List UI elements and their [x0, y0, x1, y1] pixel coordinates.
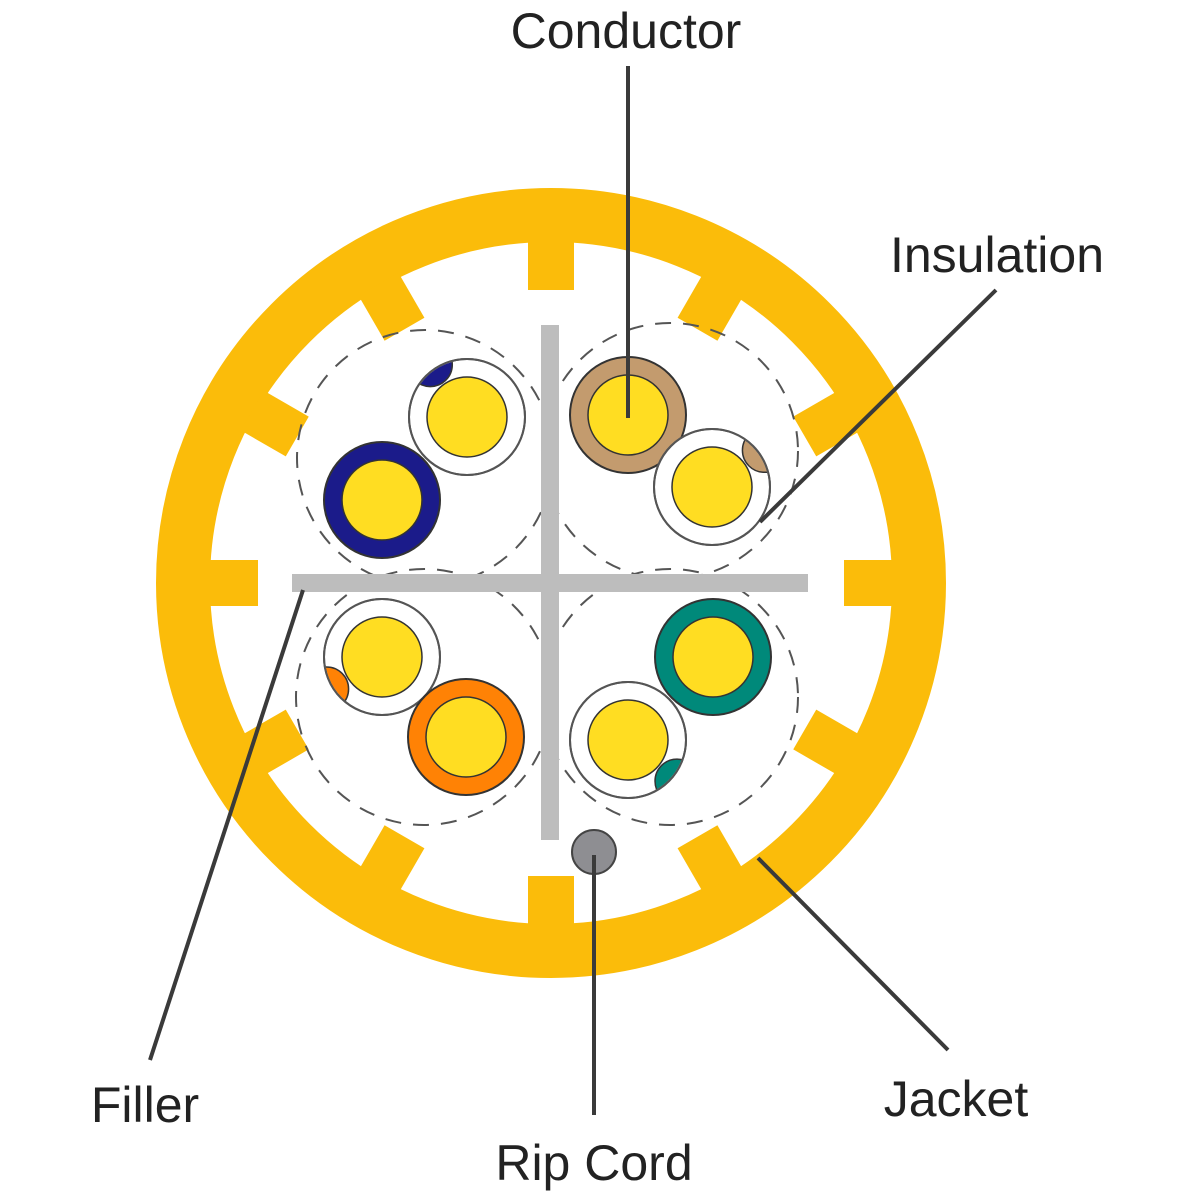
- filler-label: Filler: [91, 1077, 199, 1133]
- jacket-ring: [156, 188, 946, 978]
- jacket-tooth: [206, 560, 258, 606]
- wire-blue: [323, 441, 441, 559]
- jacket-tooth: [358, 825, 425, 894]
- insulation-stripe: [654, 758, 685, 797]
- insulation-stripe: [410, 360, 454, 388]
- wire-green-white: [569, 681, 687, 799]
- conductor: [341, 616, 423, 698]
- jacket-label: Jacket: [884, 1071, 1029, 1127]
- jacket-tooth: [528, 238, 574, 290]
- jacket: [156, 188, 946, 978]
- conductor: [587, 699, 669, 781]
- jacket-tooth: [240, 390, 309, 457]
- rip-cord-label: Rip Cord: [495, 1135, 692, 1191]
- wire-green: [654, 598, 772, 716]
- insulation-leader-line: [758, 288, 998, 524]
- jacket-tooth: [358, 272, 425, 341]
- wires: [323, 356, 772, 799]
- insulation-label: Insulation: [890, 227, 1104, 283]
- conductor: [341, 459, 423, 541]
- wire-blue-white: [408, 358, 526, 476]
- insulation-stripe: [741, 430, 769, 474]
- jacket-tooth: [844, 560, 896, 606]
- conductor: [671, 446, 753, 528]
- leader-lines: [148, 66, 998, 1115]
- conductor: [426, 376, 508, 458]
- jacket-tooth: [793, 709, 862, 776]
- wire-orange: [407, 678, 525, 796]
- jacket-tooth: [677, 272, 744, 341]
- jacket-tooth: [528, 876, 574, 928]
- conductor: [425, 696, 507, 778]
- jacket-leader-line: [756, 856, 950, 1052]
- cross-filler: [292, 325, 808, 840]
- jacket-tooth: [677, 825, 744, 894]
- conductor-label: Conductor: [511, 3, 742, 59]
- filler-leader-line: [148, 589, 305, 1061]
- wire-brown-white: [653, 428, 771, 546]
- conductor: [672, 616, 754, 698]
- filler-horizontal-bar: [292, 574, 808, 592]
